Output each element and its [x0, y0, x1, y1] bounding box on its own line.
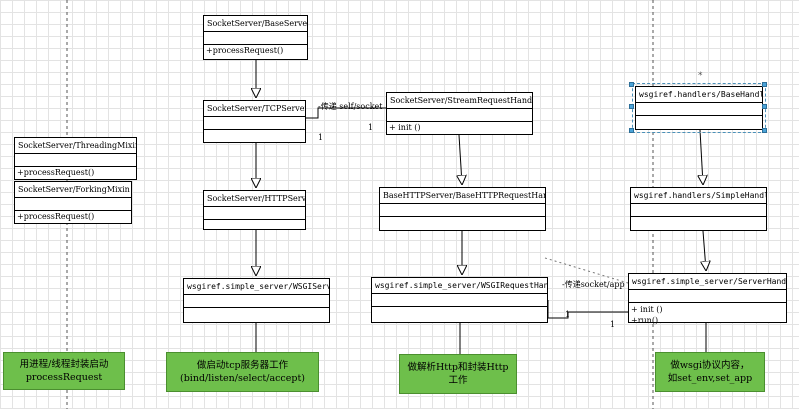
class-operations [184, 308, 329, 310]
class-simple-handler[interactable]: wsgiref.handlers/SimpleHandler [630, 187, 767, 231]
class-operations [204, 130, 305, 132]
class-operations [631, 217, 766, 219]
resize-handle-br[interactable] [762, 128, 767, 133]
note-text: 做启动tcp服务器工作 (bind/listen/select/accept) [180, 360, 305, 384]
resize-handle-tl[interactable] [629, 82, 634, 87]
class-attributes [631, 204, 766, 217]
resize-handle-mr[interactable] [762, 104, 767, 109]
note-server[interactable]: 做启动tcp服务器工作 (bind/listen/select/accept) [166, 352, 319, 392]
class-name: SocketServer/HTTPServer [204, 191, 305, 207]
class-attributes [629, 290, 786, 303]
class-operations [636, 116, 762, 118]
assoc-label-wsgi-server: -传递socket/app [562, 280, 625, 289]
note-mixin[interactable]: 用进程/线程封装启动 processRequest [3, 352, 125, 390]
class-operation-init: + init () [631, 305, 663, 314]
class-operations [372, 307, 547, 309]
class-attributes [380, 204, 545, 217]
assoc-mult-tcp: 1 [318, 133, 324, 142]
inherit-simple-base [700, 129, 703, 184]
class-name: wsgiref.simple_server/ServerHandler [629, 274, 786, 290]
class-attributes [15, 154, 136, 167]
class-name: wsgiref.handlers/SimpleHandler [631, 188, 766, 204]
class-name: wsgiref.simple_server/WSGIRequestHandler [372, 278, 547, 294]
assoc-mult-wsgi: 1 [565, 310, 571, 319]
class-base-http-request-handler[interactable]: BaseHTTPServer/BaseHTTPRequestHandler [379, 187, 546, 231]
class-http-server[interactable]: SocketServer/HTTPServer [203, 190, 306, 230]
class-operations: +processRequest() [17, 168, 95, 177]
note-text: 做wsgi协议内容， 如set_env,set_app [667, 360, 753, 384]
class-attributes [184, 295, 329, 308]
class-operations [204, 220, 305, 222]
class-operations: + init () [389, 123, 421, 132]
class-wsgi-request-handler[interactable]: wsgiref.simple_server/WSGIRequestHandler [371, 277, 548, 323]
class-wsgi-server[interactable]: wsgiref.simple_server/WSGIServer [183, 278, 330, 323]
inherit-server-simple [703, 230, 706, 270]
resize-handle-bl[interactable] [629, 128, 634, 133]
class-name: SocketServer/TCPServer [204, 101, 305, 117]
class-operations [380, 217, 545, 219]
class-name: wsgiref.handlers/BaseHandler [636, 87, 762, 103]
assoc-mult-stream: 1 [368, 123, 374, 132]
class-threading-mixin[interactable]: SocketServer/ThreadingMixin +processRequ… [14, 137, 137, 180]
resize-handle-ml[interactable] [629, 104, 634, 109]
class-attributes [636, 103, 762, 116]
class-operations: +processRequest() [17, 212, 95, 221]
class-stream-request-handler[interactable]: SocketServer/StreamRequestHandler + init… [386, 92, 533, 135]
note-handler[interactable]: 做解析Http和封装Http 工作 [399, 354, 517, 394]
class-attributes [387, 109, 532, 122]
assoc-label-tcp-stream: -传递 self/socket [318, 102, 383, 111]
class-server-handler[interactable]: wsgiref.simple_server/ServerHandler + in… [628, 273, 787, 325]
class-name: SocketServer/ForkingMixin [15, 182, 131, 198]
class-base-handler[interactable]: wsgiref.handlers/BaseHandler [632, 83, 766, 133]
assoc-tcp-stream [306, 107, 386, 119]
class-attributes [15, 198, 131, 211]
anchor-mark: * [698, 71, 703, 81]
class-name: SocketServer/BaseServer [204, 16, 307, 32]
note-text: 用进程/线程封装启动 processRequest [19, 359, 109, 383]
class-name: wsgiref.simple_server/WSGIServer [184, 279, 329, 295]
note-text: 做解析Http和封装Http 工作 [407, 362, 509, 386]
class-attributes [372, 294, 547, 307]
note-wsgi[interactable]: 做wsgi协议内容， 如set_env,set_app [655, 352, 765, 392]
class-name: BaseHTTPServer/BaseHTTPRequestHandler [380, 188, 545, 204]
class-operation-run: +run() [631, 316, 659, 325]
class-base-server[interactable]: SocketServer/BaseServer +processRequest(… [203, 15, 308, 60]
class-name: SocketServer/StreamRequestHandler [387, 93, 532, 109]
resize-handle-tr[interactable] [762, 82, 767, 87]
class-forking-mixin[interactable]: SocketServer/ForkingMixin +processReques… [14, 181, 132, 224]
class-tcp-server[interactable]: SocketServer/TCPServer [203, 100, 306, 143]
class-attributes [204, 32, 307, 45]
class-name: SocketServer/ThreadingMixin [15, 138, 136, 154]
assoc-mult-serverhandler: 1 [610, 320, 616, 329]
inherit-basehttp-stream [459, 134, 462, 184]
assoc-wsgi-serverhandler [547, 300, 628, 319]
class-operations: +processRequest() [206, 46, 284, 55]
class-attributes [204, 117, 305, 130]
class-attributes [204, 207, 305, 220]
